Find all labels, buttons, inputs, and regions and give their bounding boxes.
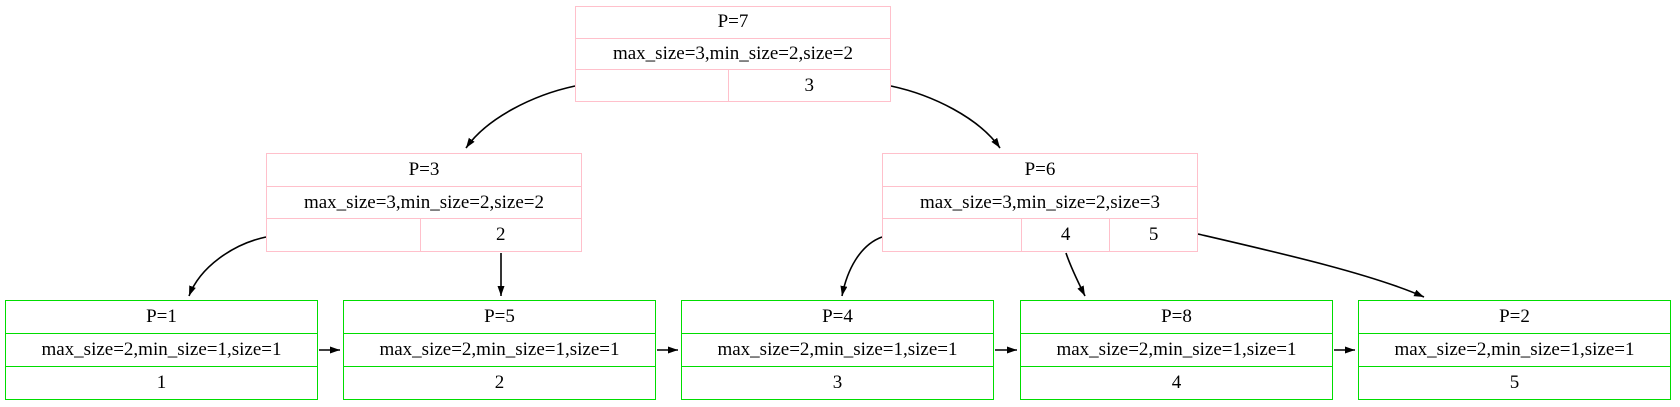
node-title: P=2 xyxy=(1499,306,1530,327)
node-title: P=3 xyxy=(408,158,440,180)
value-cell: 5 xyxy=(1509,372,1520,393)
key-cell: 3 xyxy=(727,70,890,102)
tree-node-p5: P=5 max_size=2,min_size=1,size=1 2 xyxy=(343,300,656,400)
key-cell: 2 xyxy=(419,219,581,252)
tree-node-p7: P=7 max_size=3,min_size=2,size=2 3 xyxy=(575,6,891,102)
tree-node-p1: P=1 max_size=2,min_size=1,size=1 1 xyxy=(5,300,318,400)
node-meta: max_size=2,min_size=1,size=1 xyxy=(1359,333,1670,366)
value-cell: 4 xyxy=(1171,372,1182,393)
edge-p7-p3 xyxy=(465,85,576,149)
tree-node-p6: P=6 max_size=3,min_size=2,size=3 4 5 xyxy=(882,153,1198,252)
tree-node-p8: P=8 max_size=2,min_size=1,size=1 4 xyxy=(1020,300,1333,400)
node-title: P=5 xyxy=(484,306,515,327)
tree-node-p3: P=3 max_size=3,min_size=2,size=2 2 xyxy=(266,153,582,252)
tree-node-p4: P=4 max_size=2,min_size=1,size=1 3 xyxy=(681,300,994,400)
node-meta: max_size=2,min_size=1,size=1 xyxy=(682,333,993,366)
value-cell: 1 xyxy=(156,372,167,393)
edge-p6-p2 xyxy=(1197,233,1425,298)
node-title: P=4 xyxy=(822,306,853,327)
pointer-cell xyxy=(883,219,1021,251)
node-title: P=7 xyxy=(717,11,749,33)
edge-p6-p8 xyxy=(1065,252,1086,297)
node-title: P=8 xyxy=(1161,306,1192,327)
edge-p7-p6 xyxy=(890,85,1001,149)
edge-p6-p4 xyxy=(840,236,883,297)
node-meta: max_size=3,min_size=2,size=2 xyxy=(576,37,890,70)
node-meta: max_size=2,min_size=1,size=1 xyxy=(6,333,317,366)
node-meta: max_size=3,min_size=2,size=3 xyxy=(883,185,1197,219)
node-meta: max_size=3,min_size=2,size=2 xyxy=(267,185,581,219)
node-title: P=1 xyxy=(146,306,177,327)
tree-node-p2: P=2 max_size=2,min_size=1,size=1 5 xyxy=(1358,300,1671,400)
value-cell: 3 xyxy=(832,372,843,393)
key-cell: 4 xyxy=(1021,219,1109,252)
node-meta: max_size=2,min_size=1,size=1 xyxy=(1021,333,1332,366)
edge-p3-p1 xyxy=(188,236,267,297)
node-title: P=6 xyxy=(1024,158,1056,180)
value-cell: 2 xyxy=(494,372,505,393)
node-meta: max_size=2,min_size=1,size=1 xyxy=(344,333,655,366)
key-cell: 5 xyxy=(1109,219,1197,252)
pointer-cell xyxy=(576,70,728,101)
pointer-cell xyxy=(267,219,420,251)
